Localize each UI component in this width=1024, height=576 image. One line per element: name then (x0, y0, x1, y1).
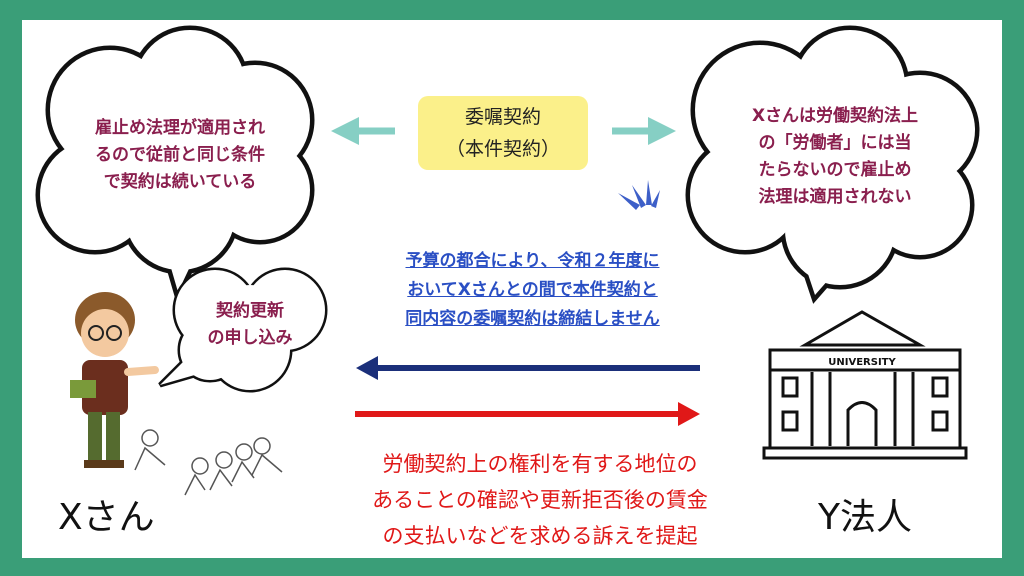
text-line: 委嘱契約 (464, 106, 541, 128)
navy-arrow-left (356, 356, 700, 380)
red-arrow-right (355, 402, 700, 426)
audience-sketch-icon (134, 429, 283, 496)
text-line: の支払いなどを求める訴えを提起 (382, 524, 698, 548)
person-x-illustration (70, 292, 159, 468)
text-line: 同内容の委嘱契約は締結しません (405, 309, 660, 329)
left-bubble-text: 雇止め法理が適用され るので従前と同じ条件 で契約は続いている (60, 115, 300, 196)
university-building-icon (762, 310, 968, 460)
lawsuit-description: 労働契約上の権利を有する地位の あることの確認や更新拒否後の賃金 の支払いなどを… (300, 446, 780, 554)
building-sign: UNIVERSITY (828, 357, 896, 368)
text-line: の「労働者」には当 (758, 133, 912, 153)
text-line: 契約更新 (216, 301, 284, 321)
text-line: おいてXさんとの間で本件契約と (407, 280, 658, 300)
small-bubble-text: 契約更新 の申し込み (190, 298, 310, 352)
text-line: るので従前と同じ条件 (95, 145, 265, 165)
small-speech-bubble (158, 267, 328, 393)
text-line: 法理は適用されない (758, 187, 912, 207)
contract-label: 委嘱契約 （本件契約） (418, 96, 588, 170)
text-line: たらないので雇止め (758, 160, 912, 180)
text-line: あることの確認や更新拒否後の賃金 (372, 488, 708, 512)
text-line: の申し込み (207, 328, 293, 348)
party-y-label: Y法人 (818, 497, 912, 538)
emphasis-lines-icon (618, 180, 660, 210)
party-x-label: Xさん (58, 497, 155, 538)
text-line: 雇止め法理が適用され (95, 118, 265, 138)
text-line: で契約は続いている (103, 172, 257, 192)
left-speech-bubble (35, 25, 315, 305)
text-line: 労働契約上の権利を有する地位の (382, 452, 698, 476)
right-bubble-text: Xさんは労働契約法上 の「労働者」には当 たらないので雇止め 法理は適用されない (715, 103, 955, 211)
right-speech-bubble (685, 25, 980, 304)
text-line: Xさんは労働契約法上 (751, 106, 919, 126)
text-line: （本件契約） (445, 138, 560, 160)
non-renewal-notice: 予算の都合により、令和２年度に おいてXさんとの間で本件契約と 同内容の委嘱契約… (360, 247, 705, 334)
text-line: 予算の都合により、令和２年度に (405, 251, 660, 271)
